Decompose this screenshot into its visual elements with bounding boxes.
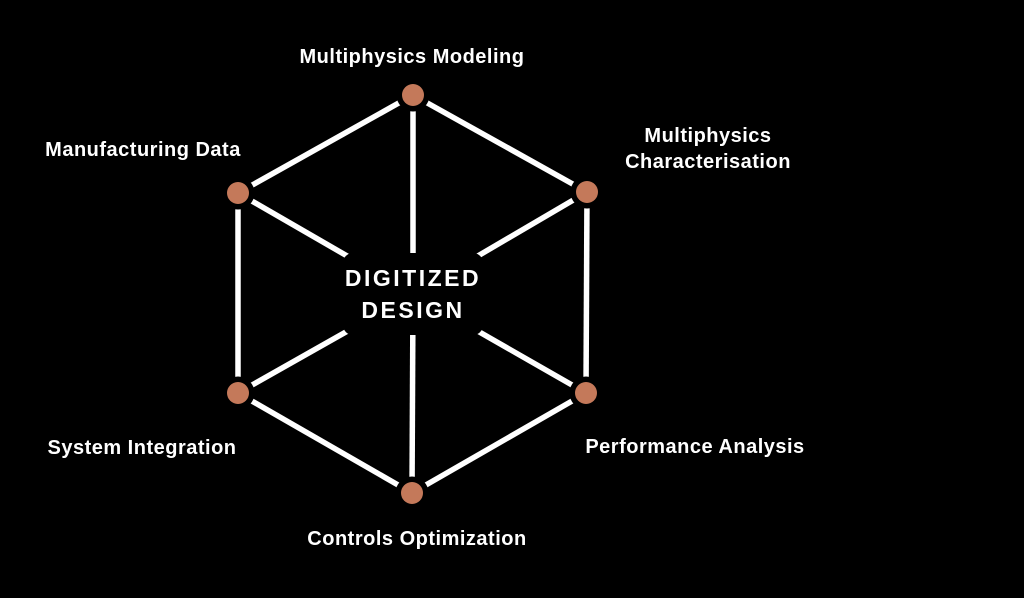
edge-multiphysics-modeling--multiphysics-characterisation xyxy=(411,92,589,195)
performance-analysis-node xyxy=(575,382,597,404)
system-integration-node xyxy=(227,382,249,404)
multiphysics-characterisation-node xyxy=(576,181,598,203)
edge-manufacturing-data--multiphysics-modeling xyxy=(236,92,415,196)
multiphysics-modeling-node xyxy=(402,84,424,106)
label-controls-optimization: Controls Optimization xyxy=(307,528,527,550)
center-label-digitized-design: DIGITIZED DESIGN xyxy=(344,264,482,323)
center-mask xyxy=(343,253,483,335)
controls-optimization-node xyxy=(401,482,423,504)
edge-performance-analysis--controls-optimization xyxy=(410,390,588,496)
edge-controls-optimization--system-integration xyxy=(236,390,414,496)
manufacturing-data-node xyxy=(227,182,249,204)
label-system-integration: System Integration xyxy=(47,437,237,459)
label-performance-analysis: Performance Analysis xyxy=(585,436,805,458)
edge-multiphysics-characterisation--performance-analysis xyxy=(583,191,590,394)
label-multiphysics-modeling: Multiphysics Modeling xyxy=(299,46,525,68)
label-manufacturing-data: Manufacturing Data xyxy=(45,139,241,161)
label-multiphysics-characterisation: Multiphysics Characterisation xyxy=(625,125,791,173)
